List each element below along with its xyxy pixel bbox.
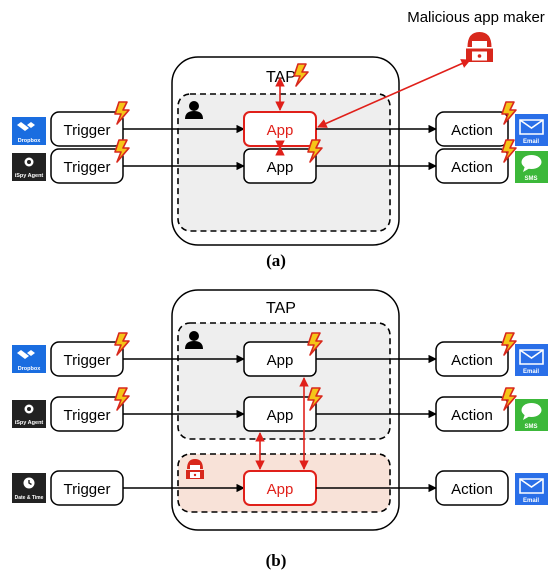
app-label: App [267, 122, 294, 139]
action-box [435, 341, 509, 377]
action-label: Action [451, 122, 493, 139]
svg-text:SMS: SMS [524, 424, 537, 430]
action-box [435, 148, 509, 184]
action-label: Action [451, 407, 493, 424]
svg-text:Dropbox: Dropbox [18, 366, 42, 372]
trigger-label: Trigger [64, 407, 111, 424]
svg-text:iSpy Agent: iSpy Agent [15, 173, 44, 179]
action-label: Action [451, 481, 493, 498]
email-icon: Email [515, 473, 548, 505]
sms-icon: SMS [515, 151, 548, 183]
tap-label: TAP [266, 300, 296, 317]
panel-b: TAP Dropbox Trigger App Action Email [12, 289, 548, 570]
app-label: App [267, 159, 294, 176]
trigger-label: Trigger [64, 481, 111, 498]
trigger-label: Trigger [64, 352, 111, 369]
action-box [435, 470, 509, 506]
svg-text:Email: Email [523, 498, 539, 504]
action-box [435, 396, 509, 432]
tap-label: TAP [266, 69, 296, 86]
dropbox-icon: Dropbox [12, 345, 46, 373]
date-time-icon: Date & Time [12, 473, 46, 503]
app-label: App [267, 407, 294, 424]
caption-b: (b) [266, 551, 287, 570]
red-arrow-app-malicious [317, 59, 471, 128]
svg-text:Email: Email [523, 139, 539, 145]
caption-a: (a) [266, 251, 286, 270]
action-label: Action [451, 352, 493, 369]
app-label: App [267, 352, 294, 369]
svg-text:Dropbox: Dropbox [18, 138, 42, 144]
svg-text:SMS: SMS [524, 176, 537, 182]
trigger-label: Trigger [64, 122, 111, 139]
dropbox-icon: Dropbox [12, 117, 46, 145]
malicious-maker-icon [466, 32, 493, 62]
action-label: Action [451, 159, 493, 176]
app-label: App [267, 481, 294, 498]
sms-icon: SMS [515, 399, 548, 431]
panel-a: TAP Malicious app maker Dropbox Trigger … [12, 9, 548, 270]
malicious-maker-icon [186, 459, 204, 479]
svg-text:iSpy Agent: iSpy Agent [15, 420, 44, 426]
ispy-agent-icon: iSpy Agent [12, 153, 46, 181]
svg-text:Date & Time: Date & Time [15, 495, 44, 501]
email-icon: Email [515, 114, 548, 146]
malicious-label: Malicious app maker [407, 9, 545, 26]
user-area [177, 322, 391, 440]
ispy-agent-icon: iSpy Agent [12, 400, 46, 428]
email-icon: Email [515, 344, 548, 376]
trigger-label: Trigger [64, 159, 111, 176]
svg-text:Email: Email [523, 369, 539, 375]
